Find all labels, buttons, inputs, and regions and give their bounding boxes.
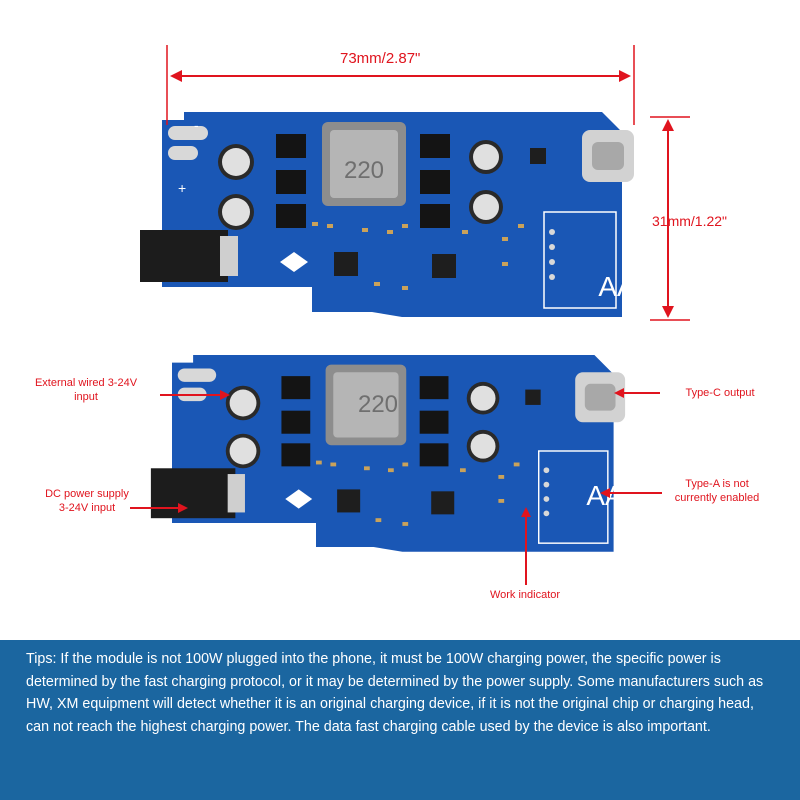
inductor-marking-2: 220: [358, 391, 398, 418]
callout-external-wired-line1: External wired 3-24V: [34, 377, 138, 389]
board-photos: 220 220 AA AA + -: [130, 45, 690, 585]
callout-dc-power-line2: 3-24V input: [58, 502, 116, 514]
callout-external-wired-input: External wired 3-24V input: [6, 376, 166, 404]
width-dimension-label: 31mm/1.22": [652, 213, 728, 229]
plus-marking: +: [178, 180, 186, 196]
tips-panel: Tips: If the module is not 100W plugged …: [0, 640, 800, 800]
callout-type-c-output: Type-C output: [685, 387, 755, 399]
callout-work-indicator: Work indicator: [489, 589, 561, 601]
inductor-marking-1: 220: [344, 157, 384, 184]
callout-type-a-line1: Type-A is not: [685, 478, 749, 490]
callout-type-a-line2: currently enabled: [674, 492, 760, 504]
usb-a-marking-1: AA: [598, 271, 636, 302]
callout-dc-power-supply: DC power supply 3-24V input: [12, 487, 162, 515]
callout-external-wired-line2: input: [74, 391, 98, 403]
photo-area: 220 220 AA AA + -: [6, 45, 772, 601]
pcb-bottom: [150, 354, 626, 553]
callout-type-a: Type-A is not currently enabled: [662, 477, 772, 505]
pcb-top: [139, 111, 635, 318]
length-dimension-label: 73mm/2.87": [340, 50, 421, 67]
minus-marking: -: [194, 117, 199, 133]
tips-text: Tips: If the module is not 100W plugged …: [26, 651, 764, 735]
callout-dc-power-line1: DC power supply: [45, 488, 129, 500]
